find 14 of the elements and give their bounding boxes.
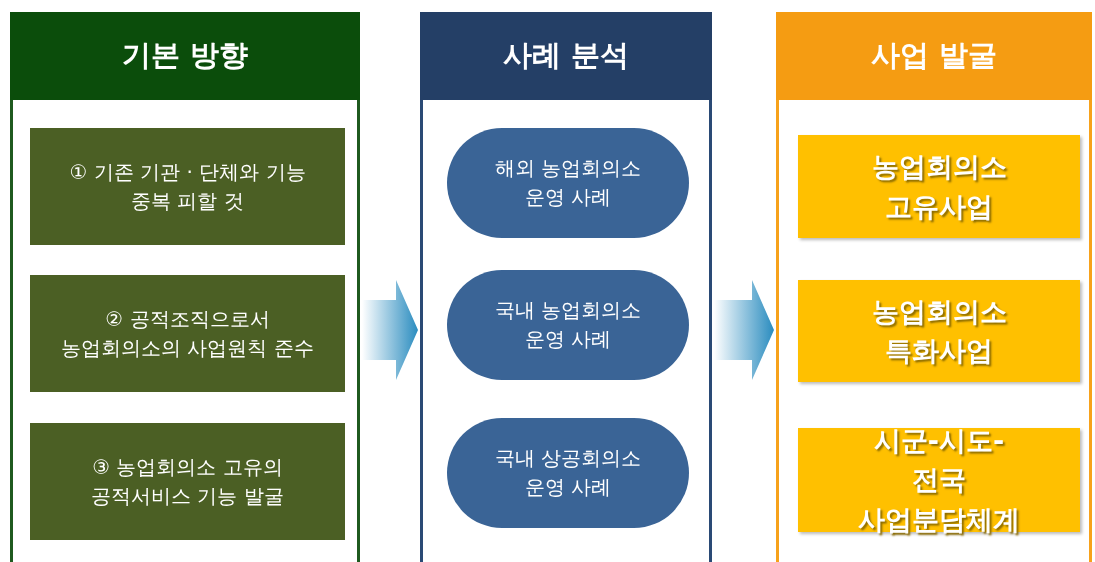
direction-box: ② 공적조직으로서 농업회의소의 사업원칙 준수 [30, 275, 345, 392]
panel [776, 12, 1092, 562]
direction-box: ① 기존 기관 · 단체와 기능 중복 피할 것 [30, 128, 345, 245]
project-box: 시군-시도-전국 사업분담체계 [798, 428, 1080, 532]
panel-heading: 기본 방향 [10, 12, 360, 100]
arrow [714, 280, 774, 380]
panel-heading: 사례 분석 [420, 12, 712, 100]
project-box: 농업회의소 고유사업 [798, 135, 1080, 238]
panel [10, 12, 360, 562]
panel-heading: 사업 발굴 [776, 12, 1092, 100]
project-box: 농업회의소 특화사업 [798, 280, 1080, 382]
panel [420, 12, 712, 562]
direction-box: ③ 농업회의소 고유의 공적서비스 기능 발굴 [30, 423, 345, 540]
arrow [362, 280, 418, 380]
